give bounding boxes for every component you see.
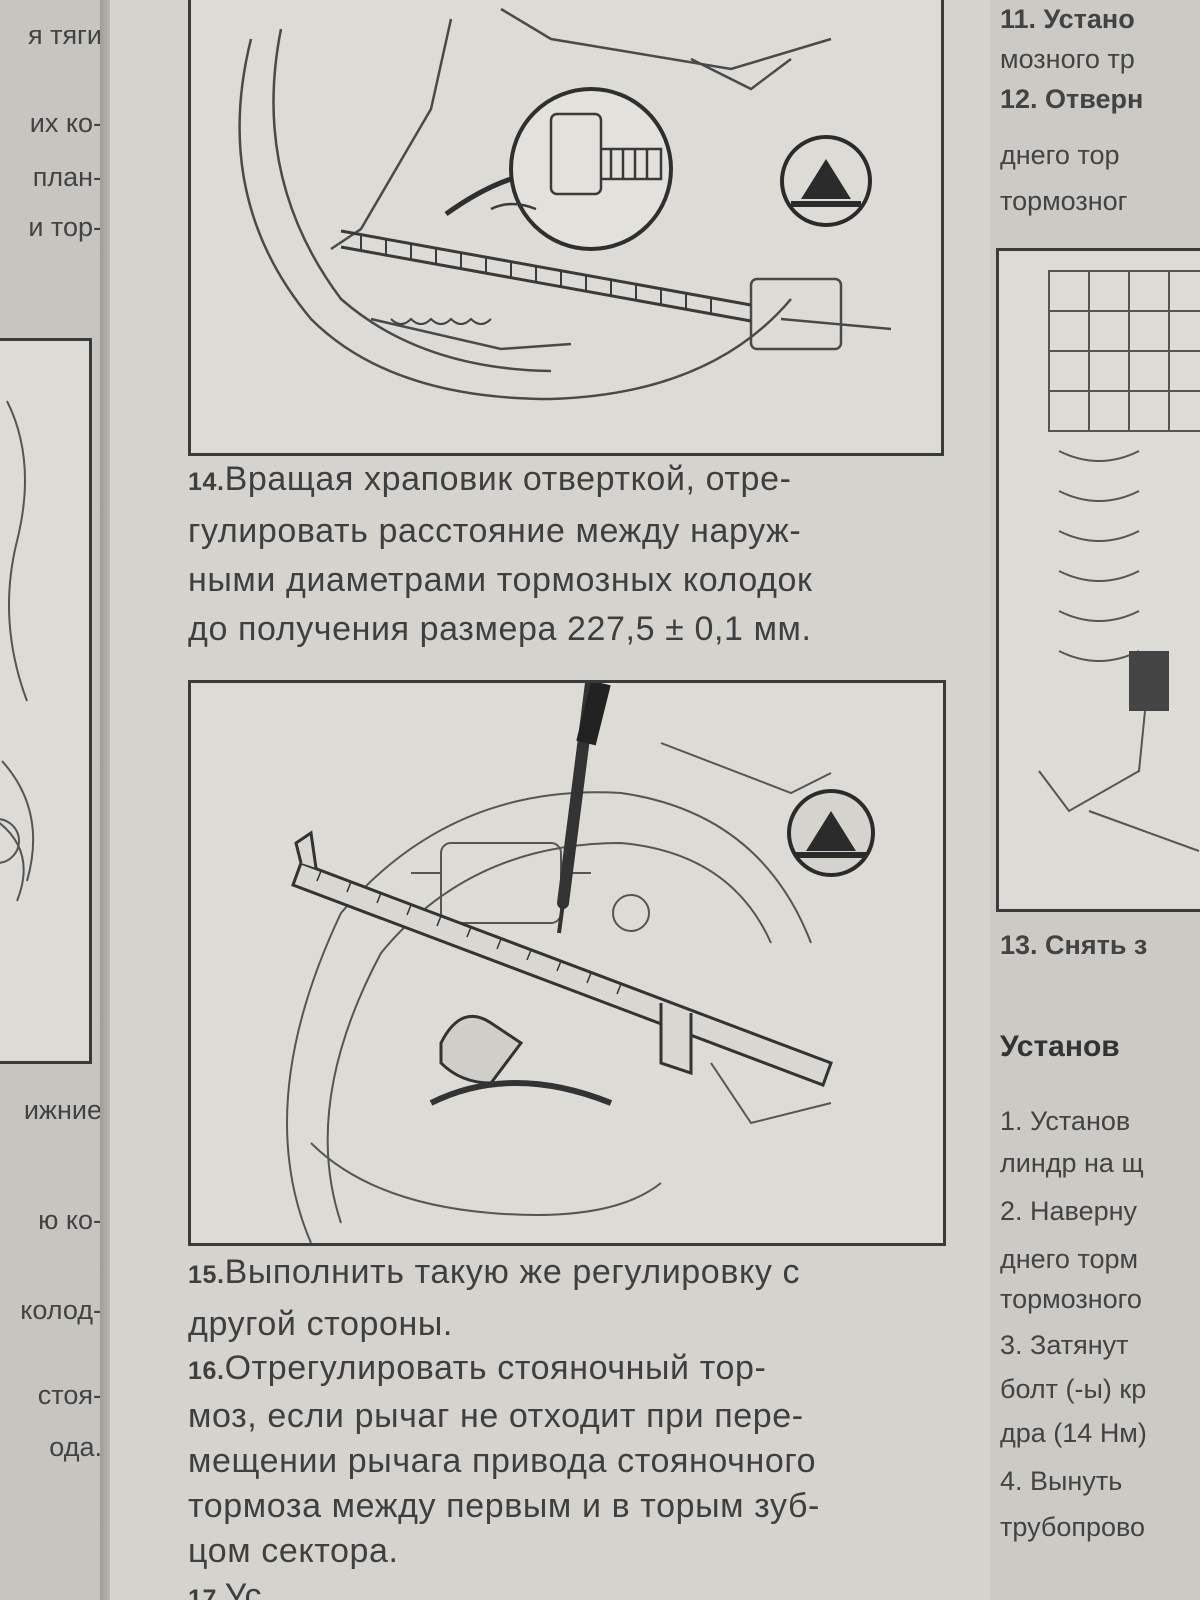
right-figure-caption: 13. Снять з <box>1000 930 1148 960</box>
right-text-fragment: 2. Наверну <box>1000 1196 1138 1226</box>
left-figure-partial <box>0 338 92 1064</box>
right-text-fragment: трубопрово <box>1000 1512 1146 1542</box>
figure-brake-mechanism <box>188 0 944 456</box>
step-14-line: гулировать расстояние между наруж- <box>188 512 802 550</box>
step-16-line: тормоза между первым и в торым зуб- <box>188 1487 820 1525</box>
step-16-line: Отрегулировать стояночный тор- <box>224 1349 767 1387</box>
right-text-fragment: 4. Вынуть <box>1000 1466 1123 1496</box>
right-text-fragment: 3. Затянут <box>1000 1330 1129 1360</box>
step-number: 15. <box>188 1261 225 1289</box>
left-text-fragment: стоя- <box>37 1380 102 1410</box>
caliper-drawing <box>286 683 875 1243</box>
step-number: 14. <box>188 468 225 496</box>
left-text-fragment: ижние <box>23 1095 102 1125</box>
right-text-fragment: дра (14 Нм) <box>1000 1418 1147 1448</box>
main-page: 14.Вращая храповик отверткой, отре- гули… <box>110 0 990 1600</box>
right-text-fragment: днего торм <box>1000 1244 1139 1274</box>
step-16-text: 16.Отрегулировать стояночный тор- моз, е… <box>188 1346 948 1600</box>
step-16-line: мещении рычага привода стояночного <box>188 1442 817 1480</box>
step-14-line: до получения размера 227,5 ± 0,1 мм. <box>188 610 812 648</box>
right-text-fragment: 1. Установ <box>1000 1106 1131 1136</box>
left-page: я тяги их ко- план- и тор- ижние ю ко- к… <box>0 0 110 1600</box>
right-text-fragment: мозного тр <box>1000 44 1135 74</box>
step-15-text: 15.Выполнить такую же регулировку с друг… <box>188 1248 948 1349</box>
step-16-line: моз, если рычаг не отходит при пере- <box>188 1397 804 1435</box>
right-text-fragment: тормозног <box>1000 186 1128 216</box>
left-text-fragment: их ко- <box>29 108 102 138</box>
brake-drawing <box>238 7 892 401</box>
right-text-fragment: днего тор <box>1000 140 1120 170</box>
left-text-fragment: колод- <box>20 1295 102 1325</box>
step-number: 17. <box>188 1585 225 1600</box>
step-14-text: 14.Вращая храповик отверткой, отре- гули… <box>188 455 948 654</box>
right-figure-drawing <box>1038 270 1200 852</box>
figure-right-partial <box>996 248 1200 912</box>
left-text-fragment: я тяги <box>27 20 102 50</box>
left-text-fragment: план- <box>32 162 102 192</box>
right-page: 11. Устано мозного тр 12. Отверн днего т… <box>990 0 1200 1600</box>
step-number: 16. <box>188 1357 225 1385</box>
figure-caliper-measurement <box>188 680 946 1246</box>
step-14-line: Вращая храповик отверткой, отре- <box>224 460 792 498</box>
left-text-fragment: ода. <box>49 1432 102 1462</box>
step-15-line: Выполнить такую же регулировку с <box>224 1253 801 1291</box>
left-text-fragment: ю ко- <box>38 1205 102 1235</box>
step-14-line: ными диаметрами тормозных колодок <box>188 561 813 599</box>
step-15-line: другой стороны. <box>188 1305 453 1343</box>
right-text-fragment: линдр на щ <box>1000 1148 1144 1178</box>
step-16-line: цом сектора. <box>188 1532 399 1570</box>
right-text-fragment: болт (-ы) кр <box>1000 1374 1147 1404</box>
step-17-line: Ус <box>224 1577 263 1600</box>
left-text-fragment: и тор- <box>28 212 102 242</box>
left-figure-drawing <box>0 400 35 902</box>
right-text-fragment: 11. Устано <box>1000 4 1135 34</box>
section-heading: Установ <box>1000 1030 1120 1063</box>
right-text-fragment: 12. Отверн <box>1000 84 1144 114</box>
right-text-fragment: тормозного <box>1000 1284 1142 1314</box>
